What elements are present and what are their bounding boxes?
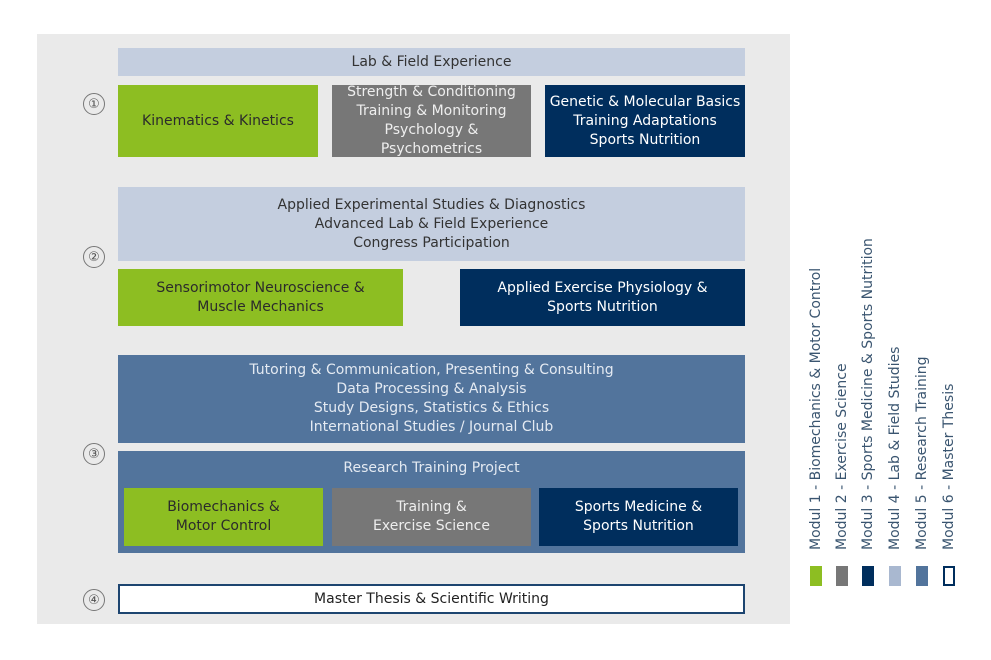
physiology-label-2: Sports Nutrition [547, 298, 658, 315]
master-thesis-box: Master Thesis & Scientific Writing [118, 584, 745, 614]
tutoring-label-3: Study Designs, Statistics & Ethics [313, 400, 550, 416]
training-exercise-box: Training & Exercise Science [332, 488, 531, 546]
master-thesis-label: Master Thesis & Scientific Writing [314, 590, 549, 607]
tutoring-label-2: Data Processing & Analysis [336, 381, 527, 397]
step-number-4: ④ [83, 589, 105, 611]
sensorimotor-box: Sensorimotor Neuroscience & Muscle Mecha… [118, 269, 403, 326]
biomechanics-label-1: Biomechanics & [167, 499, 280, 515]
tutoring-label-1: Tutoring & Communication, Presenting & C… [249, 362, 614, 378]
applied-label-3: Congress Participation [353, 234, 510, 251]
training-label-2: Exercise Science [373, 518, 490, 534]
legend-label-modul-2: Modul 2 - Exercise Science [834, 363, 850, 550]
legend-swatch-modul-4 [889, 566, 901, 586]
biomechanics-label-2: Motor Control [175, 518, 272, 534]
exercise-physiology-box: Applied Exercise Physiology & Sports Nut… [460, 269, 745, 326]
strength-conditioning-box: Strength & Conditioning Training & Monit… [332, 84, 531, 157]
tutoring-label-4: International Studies / Journal Club [309, 419, 554, 435]
kinematics-box: Kinematics & Kinetics [118, 85, 318, 157]
genetic-molecular-box: Genetic & Molecular Basics Training Adap… [545, 85, 745, 157]
legend-label-modul-1: Modul 1 - Biomechanics & Motor Control [808, 267, 824, 550]
research-project-title: Research Training Project [343, 460, 520, 476]
legend-label-modul-4: Modul 4 - Lab & Field Studies [887, 346, 903, 550]
legend-swatch-modul-1 [810, 566, 822, 586]
applied-label-2: Advanced Lab & Field Experience [314, 215, 549, 232]
legend-label-modul-5: Modul 5 - Research Training [914, 356, 930, 550]
biomechanics-box: Biomechanics & Motor Control [124, 488, 323, 546]
legend-label-modul-3: Modul 3 - Sports Medicine & Sports Nutri… [860, 238, 876, 550]
legend-swatch-modul-2 [836, 566, 848, 586]
training-label-1: Training & [396, 499, 467, 515]
applied-experimental-box: Applied Experimental Studies & Diagnosti… [118, 187, 745, 261]
legend-swatch-modul-3 [862, 566, 874, 586]
strength-label-2: Training & Monitoring [356, 103, 507, 119]
legend-label-modul-6: Modul 6 - Master Thesis [941, 383, 957, 550]
strength-label-1: Strength & Conditioning [347, 84, 516, 100]
kinematics-label: Kinematics & Kinetics [142, 112, 294, 129]
lab-field-experience-label: Lab & Field Experience [351, 53, 512, 70]
step-number-1: ① [83, 93, 105, 115]
tutoring-box: Tutoring & Communication, Presenting & C… [118, 355, 745, 443]
genetic-label-3: Sports Nutrition [589, 131, 701, 148]
legend-swatch-modul-6 [943, 566, 955, 586]
sensorimotor-label-1: Sensorimotor Neuroscience & [156, 279, 365, 296]
step-number-3: ③ [83, 443, 105, 465]
sports-medicine-box: Sports Medicine & Sports Nutrition [539, 488, 738, 546]
genetic-label-1: Genetic & Molecular Basics [549, 93, 741, 110]
sports-medicine-label-1: Sports Medicine & [574, 499, 703, 515]
applied-label-1: Applied Experimental Studies & Diagnosti… [277, 196, 586, 213]
step-number-2: ② [83, 246, 105, 268]
genetic-label-2: Training Adaptations [573, 112, 717, 129]
sports-medicine-label-2: Sports Nutrition [583, 518, 694, 534]
sensorimotor-label-2: Muscle Mechanics [197, 298, 324, 315]
strength-label-3: Psychology & Psychometrics [380, 122, 483, 157]
physiology-label-1: Applied Exercise Physiology & [497, 279, 708, 296]
legend-swatch-modul-5 [916, 566, 928, 586]
lab-field-experience-box: Lab & Field Experience [118, 48, 745, 76]
